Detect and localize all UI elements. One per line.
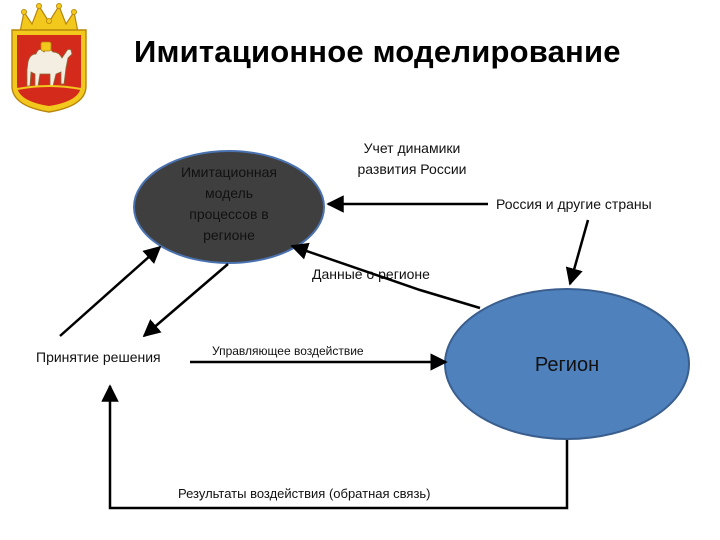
page-title: Имитационное моделирование [134, 34, 621, 69]
feedback-label: Результаты воздействия (обратная связь) [178, 486, 431, 501]
saddle-icon [40, 41, 52, 52]
crown-icon [19, 3, 79, 33]
model-node-line-2: модель [205, 185, 253, 201]
arrow-model-to-decision [142, 263, 229, 338]
model-node-line-1: Имитационная [181, 164, 277, 180]
arrow-feedback [101, 384, 569, 510]
decision-label: Принятие решения [36, 349, 161, 365]
dynamics-label-line-1: Учет динамики [364, 140, 461, 156]
model-node [133, 150, 325, 264]
camel-icon [26, 48, 73, 87]
arrow-region-to-model [290, 242, 481, 310]
countries-label: Россия и другие страны [496, 196, 652, 212]
chelyabinsk-coat-of-arms-icon [11, 3, 87, 113]
terrain-band [17, 85, 81, 90]
arrow-countries-to-region [565, 219, 590, 286]
control-label: Управляющее воздействие [212, 344, 364, 358]
arrow-decision-to-model [59, 245, 162, 337]
dynamics-label-line-2: развития России [358, 161, 467, 177]
model-node-line-3: процессов в [189, 206, 269, 222]
model-node-line-4: регионе [203, 227, 255, 243]
region-node-label: Регион [535, 354, 599, 376]
